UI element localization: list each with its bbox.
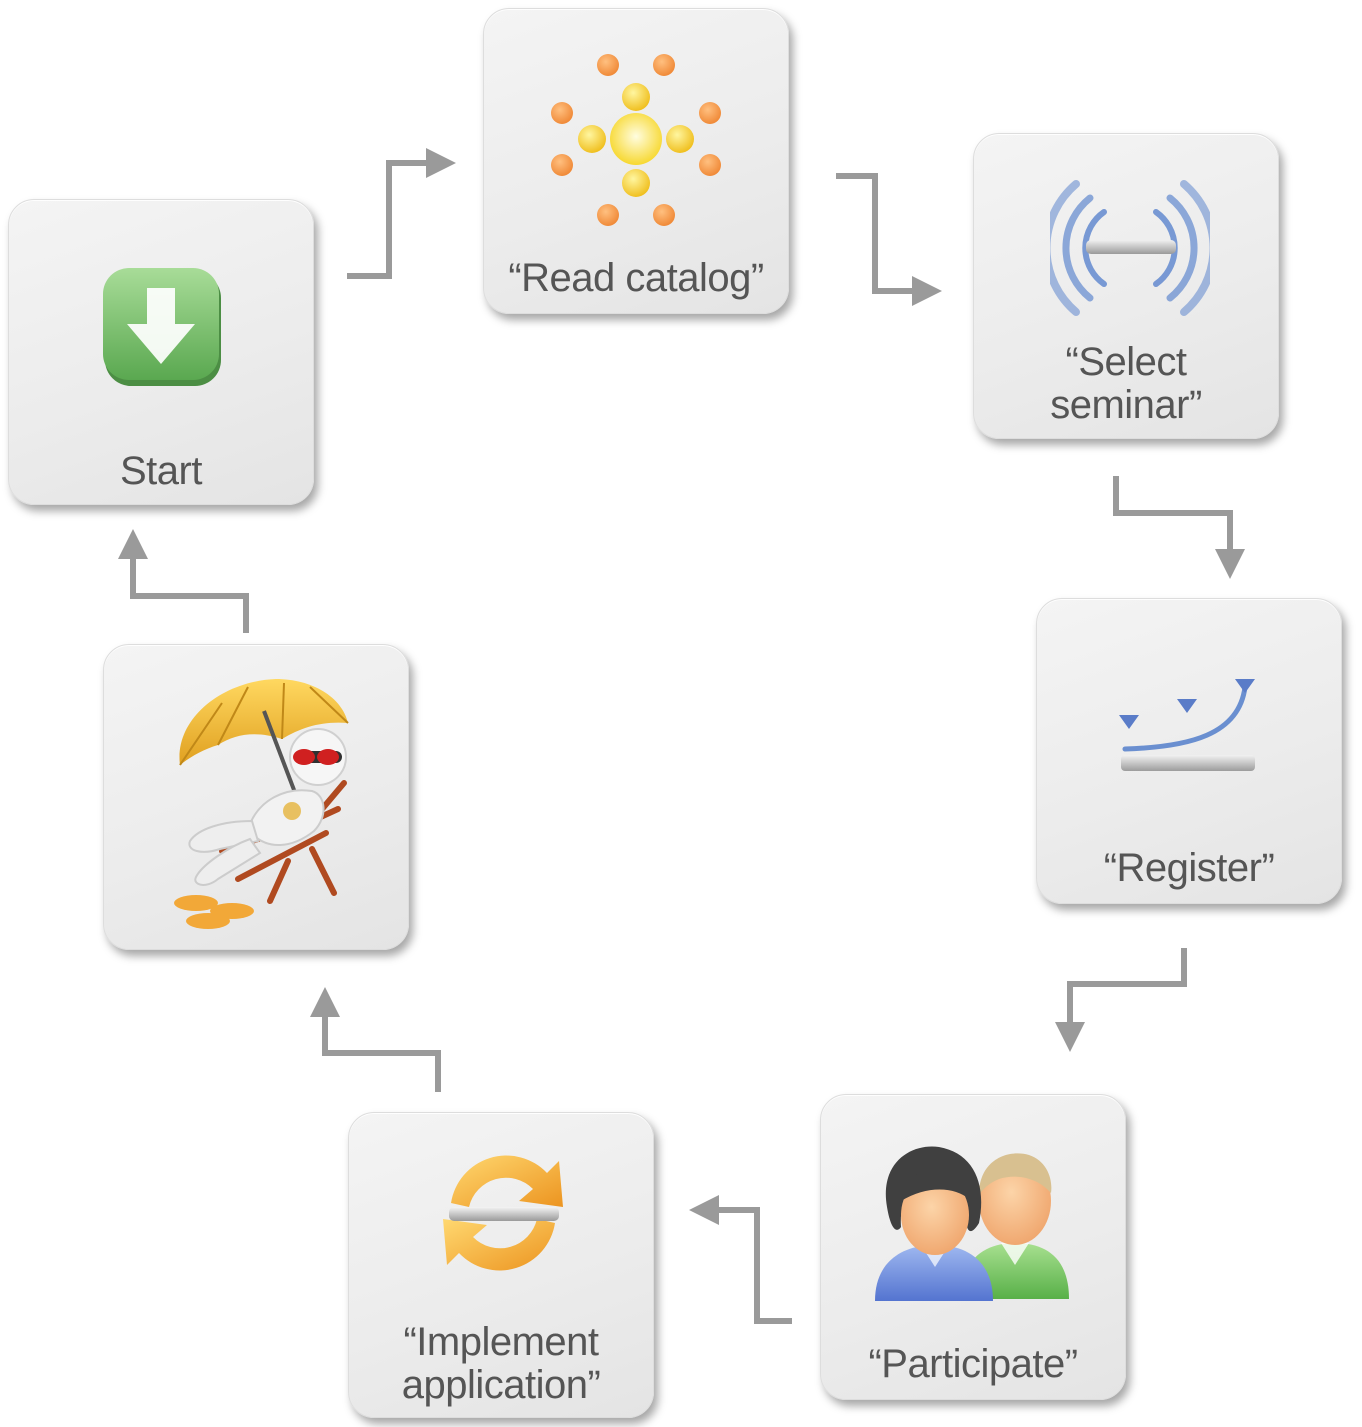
step-select-seminar-label-line2: seminar” [1050, 383, 1202, 427]
arrow-register-to-participate [1055, 948, 1187, 1052]
trajectory-curve-icon [1119, 679, 1255, 771]
sun-burst-icon [551, 54, 721, 226]
refresh-cycle-icon [443, 1155, 563, 1271]
step-relax[interactable] [103, 644, 409, 950]
two-people-icon [875, 1146, 1069, 1301]
arrow-start-to-read-catalog [347, 148, 456, 279]
green-download-arrow-icon [103, 268, 221, 386]
step-start[interactable]: Start [8, 199, 314, 505]
step-start-label: Start [120, 449, 202, 493]
step-implement-application-label: “Implement application” [349, 1321, 653, 1407]
step-register-label: “Register” [1103, 846, 1275, 890]
step-implement-application-label-line2: application” [401, 1363, 601, 1407]
step-register[interactable]: “Register” [1036, 598, 1342, 904]
beach-chair-figure-icon [174, 679, 349, 929]
step-participate[interactable]: “Participate” [820, 1094, 1126, 1400]
step-read-catalog[interactable]: “Read catalog” [483, 8, 789, 314]
step-read-catalog-label: “Read catalog” [508, 256, 764, 300]
step-implement-application[interactable]: “Implement application” [348, 1112, 654, 1418]
radio-waves-icon [1050, 180, 1210, 316]
step-implement-application-label-line1: “Implement [403, 1320, 599, 1364]
step-select-seminar-label-line1: “Select [1065, 340, 1188, 384]
arrow-select-seminar-to-register [1113, 476, 1245, 579]
arrow-relax-to-start [118, 529, 249, 633]
arrow-participate-to-implement [689, 1195, 792, 1324]
arrow-implement-to-relax [310, 987, 441, 1092]
step-participate-label: “Participate” [868, 1342, 1078, 1386]
step-select-seminar-label: “Select seminar” [974, 341, 1278, 427]
step-select-seminar[interactable]: “Select seminar” [973, 133, 1279, 439]
arrow-read-catalog-to-select-seminar [836, 173, 942, 306]
